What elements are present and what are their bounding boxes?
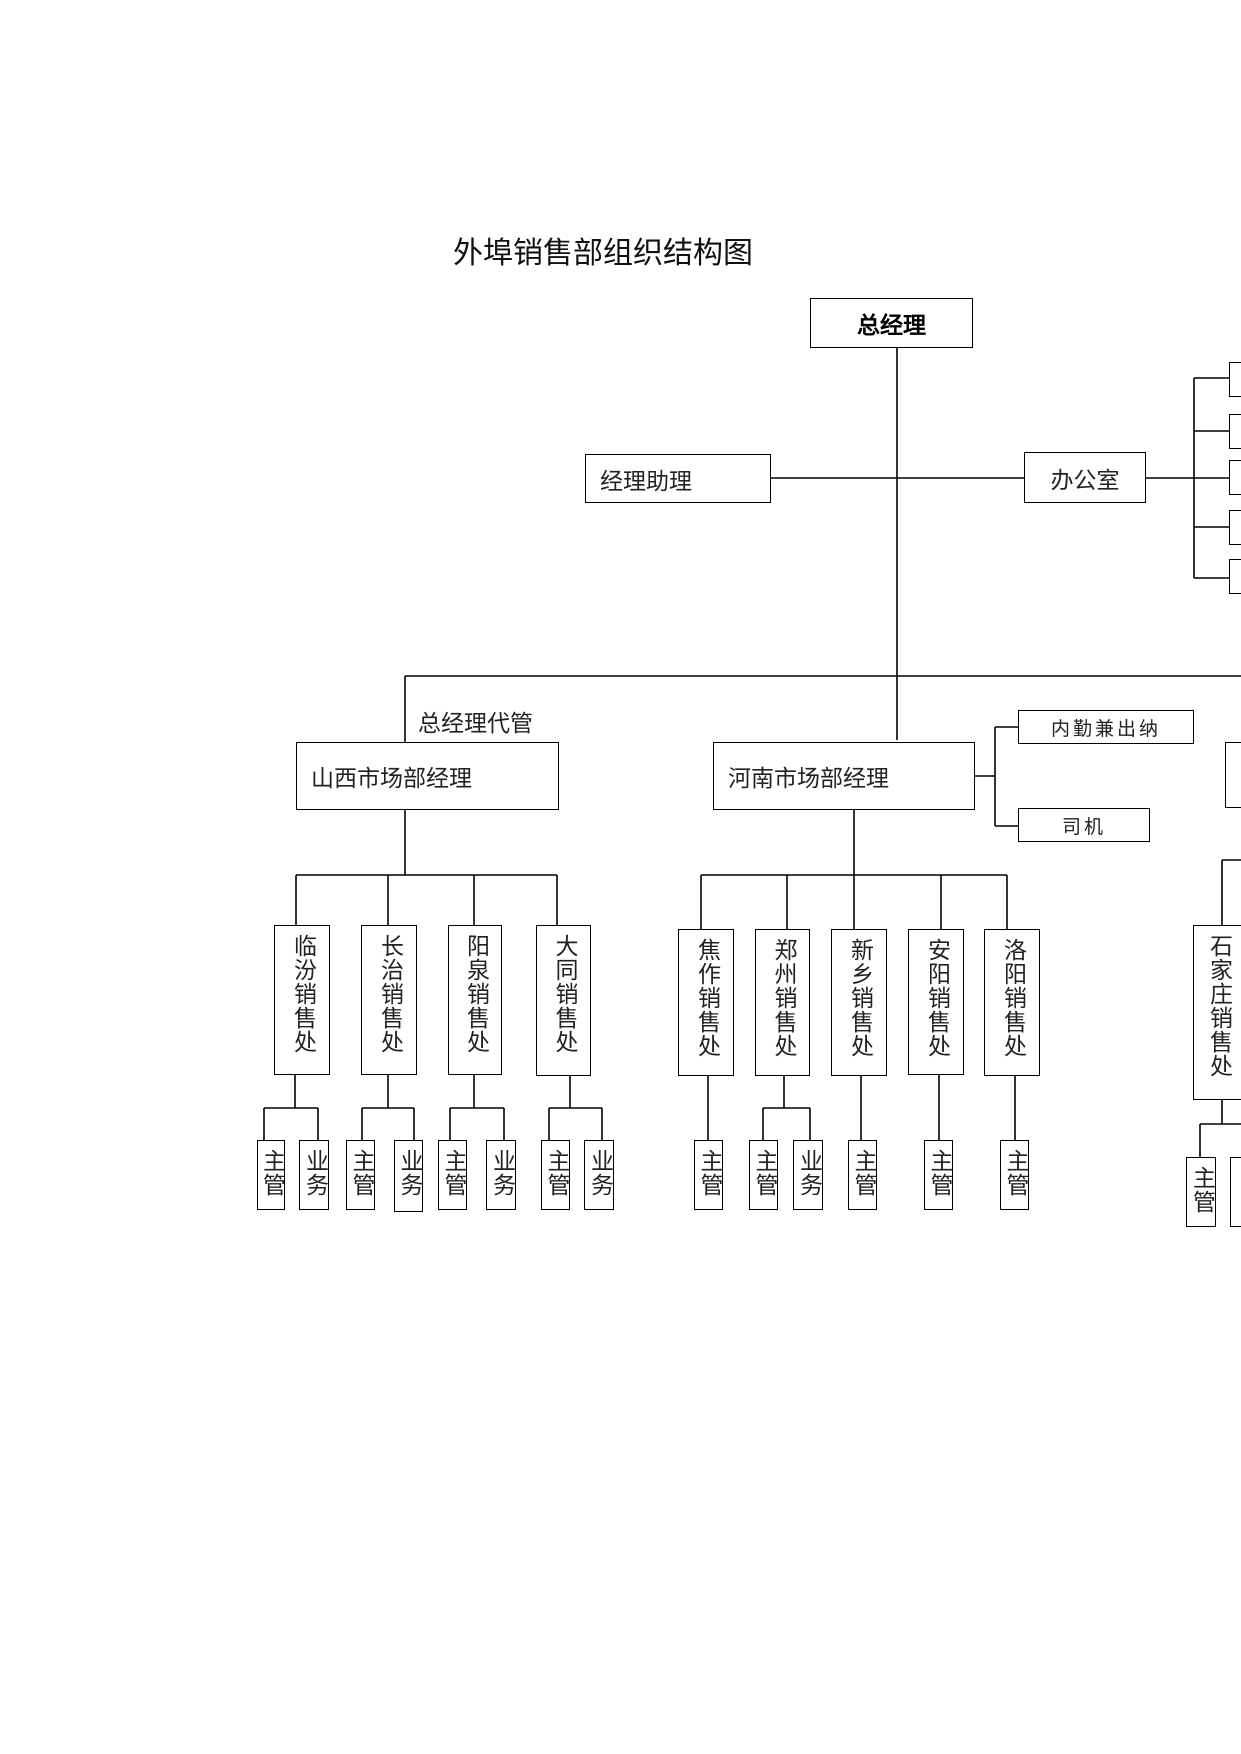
sales-office-label: 临汾销售处 [289,934,316,1054]
office-sub-box [1229,414,1241,449]
staff-box-supervisor: 主管 [848,1140,877,1210]
shanxi-manager-label: 山西市场部经理 [311,766,472,792]
assistant-box: 经理助理 [585,454,771,503]
sales-office-box: 新乡销售处 [831,929,887,1076]
gm-proxy-note: 总经理代管 [418,711,533,737]
staff-label: 主管 [696,1149,722,1197]
sales-office-box: 洛阳销售处 [984,929,1040,1076]
staff-label: 主管 [850,1149,876,1197]
staff-box-sales: 业务 [793,1140,823,1210]
staff-label: 主管 [1188,1166,1215,1214]
staff-box-supervisor: 主管 [924,1140,953,1210]
office-sub-box [1229,362,1241,397]
staff-label: 主管 [543,1149,569,1197]
staff-label: 主管 [258,1149,285,1197]
sales-office-box: 临汾销售处 [274,925,330,1075]
sales-office-label: 新乡销售处 [846,938,873,1058]
sales-office-box: 石家庄销售处 [1193,925,1241,1100]
henan-manager-box: 河南市场部经理 [713,742,975,810]
shanxi-manager-box: 山西市场部经理 [296,742,559,810]
hebei-manager-box [1225,742,1241,808]
staff-label: 主管 [1002,1149,1028,1197]
staff-label: 业务 [488,1149,515,1197]
general-manager-box: 总经理 [810,298,973,348]
sales-office-label: 大同销售处 [551,934,577,1054]
staff-box-supervisor: 主管 [541,1140,570,1210]
staff-label: 主管 [440,1149,466,1197]
driver-label: 司机 [1061,815,1106,838]
staff-label: 业务 [396,1149,422,1197]
staff-box-sales: 业务 [299,1140,329,1210]
staff-label: 业务 [586,1149,613,1197]
sales-office-label: 石家庄销售处 [1205,934,1232,1078]
sales-office-label: 长治销售处 [376,934,403,1054]
staff-box-sales: 业务 [1230,1157,1241,1227]
staff-label: 业务 [301,1149,328,1197]
staff-box-sales: 业务 [486,1140,516,1210]
staff-box-supervisor: 主管 [694,1140,723,1210]
office-sub-box [1229,559,1241,594]
page-title: 外埠销售部组织结构图 [453,236,753,271]
office-sub-box [1229,510,1241,545]
staff-box-supervisor: 主管 [257,1140,285,1210]
sales-office-label: 焦作销售处 [693,938,720,1058]
cashier-label: 内勤兼出纳 [1050,717,1161,740]
staff-box-supervisor: 主管 [1186,1157,1216,1227]
sales-office-label: 阳泉销售处 [462,934,489,1054]
driver-box: 司机 [1018,808,1150,842]
staff-label: 主管 [348,1149,374,1197]
cashier-box: 内勤兼出纳 [1018,710,1194,744]
staff-label: 主管 [751,1149,777,1197]
general-manager-label: 总经理 [857,313,926,339]
sales-office-box: 安阳销售处 [908,929,964,1075]
office-box: 办公室 [1024,452,1146,503]
sales-office-box: 大同销售处 [536,925,591,1076]
staff-box-supervisor: 主管 [438,1140,467,1210]
staff-label: 业务 [795,1149,822,1197]
office-sub-box [1229,460,1241,495]
sales-office-label: 安阳销售处 [923,938,950,1058]
assistant-label: 经理助理 [600,468,692,495]
sales-office-label: 洛阳销售处 [999,938,1026,1058]
sales-office-box: 焦作销售处 [678,929,734,1076]
staff-box-sales: 业务 [394,1140,423,1212]
staff-box-sales: 业务 [584,1140,614,1210]
staff-box-supervisor: 主管 [749,1140,778,1210]
sales-office-box: 阳泉销售处 [448,925,502,1075]
office-label: 办公室 [1050,467,1120,494]
staff-label: 主管 [926,1149,952,1197]
sales-office-box: 长治销售处 [361,925,417,1075]
staff-box-supervisor: 主管 [1000,1140,1029,1210]
sales-office-label: 郑州销售处 [770,938,796,1058]
sales-office-box: 郑州销售处 [755,929,810,1076]
henan-manager-label: 河南市场部经理 [728,766,889,792]
staff-box-supervisor: 主管 [346,1140,375,1210]
